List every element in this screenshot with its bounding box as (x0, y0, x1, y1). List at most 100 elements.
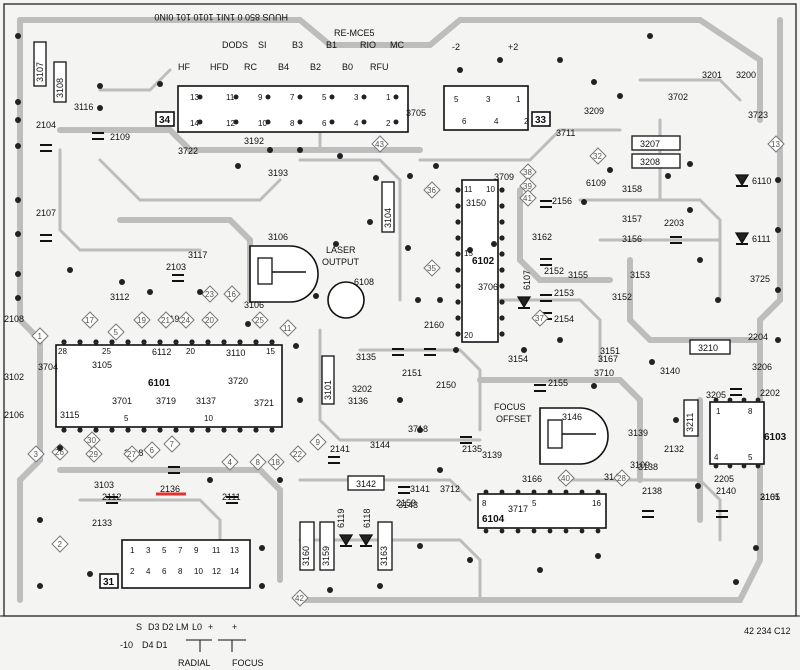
rc-pin-2: 2 (524, 117, 529, 126)
ic-6104-pin (563, 528, 569, 534)
label-3135: 3135 (356, 352, 376, 362)
svg-text:5: 5 (532, 499, 537, 508)
solder-pad (467, 557, 473, 563)
resistor-3140: 3140 (660, 366, 680, 376)
solder-pad (437, 467, 443, 473)
pad (197, 94, 203, 100)
solder-pad (259, 583, 265, 589)
test-point-43-label: 43 (375, 140, 384, 149)
label-3705: 3705 (406, 108, 426, 118)
resistor-3160-label: 3160 (301, 546, 311, 566)
label-3193: 3193 (268, 168, 288, 178)
label-2133: 2133 (92, 518, 112, 528)
diode-6119 (338, 534, 354, 547)
label-3137: 3137 (196, 396, 216, 406)
svg-text:6101: 6101 (148, 378, 171, 389)
label-3701: 3701 (112, 396, 132, 406)
capacitor-2103-label: 2103 (166, 262, 186, 272)
bottom-pin-8: 8 (178, 567, 183, 576)
bottom-pin-9: 9 (194, 546, 199, 555)
test-point-13 (767, 135, 785, 153)
hdr-sig-13: RFU (370, 62, 389, 72)
test-point-25-label: 25 (255, 316, 264, 325)
test-point-41 (519, 189, 537, 207)
test-point-1-label: 1 (38, 332, 43, 341)
solder-pad (537, 567, 543, 573)
ic-6104-pin (579, 489, 585, 495)
bottom-pin-6: 6 (162, 567, 167, 576)
resistor-3211-label: 3211 (685, 413, 695, 432)
label-3143: 3143 (398, 500, 418, 510)
solder-pad (15, 271, 21, 277)
pad (329, 94, 335, 100)
header-pin-2: 2 (386, 119, 391, 128)
radial-bracket (186, 639, 212, 652)
test-point-16-label: 16 (227, 290, 236, 299)
capacitor-2153-label: 2153 (554, 288, 574, 298)
test-point-35-label: 35 (427, 264, 436, 273)
solder-pad (595, 553, 601, 559)
solder-pad (417, 427, 423, 433)
ic-6102-pin (455, 235, 461, 241)
solder-pad (407, 173, 413, 179)
label-2108: 2108 (4, 314, 24, 324)
label-3144: 3144 (370, 440, 390, 450)
header-pin-10: 10 (258, 119, 267, 128)
ic-6102-pin (455, 219, 461, 225)
solder-pad (57, 445, 63, 451)
solder-pad (67, 267, 73, 273)
test-point-2-label: 2 (58, 540, 63, 549)
solder-pad (259, 545, 265, 551)
label-3722: 3722 (178, 146, 198, 156)
diode-6118 (358, 534, 374, 547)
solder-pad (87, 571, 93, 577)
label-3209: 3209 (584, 106, 604, 116)
bottom-signal-row2-0: -10 (120, 640, 133, 650)
capacitor-2155-label: 2155 (548, 378, 568, 388)
capacitor-2136-label: 2136 (160, 484, 180, 494)
solder-pad (367, 219, 373, 225)
capacitor-2104-label: 2104 (36, 120, 56, 130)
label-3205: 3205 (706, 390, 726, 400)
test-point-1 (31, 327, 49, 345)
ic-6101-pin (93, 427, 99, 433)
resistor-3108-label: 3108 (55, 78, 65, 98)
test-point-23 (201, 285, 219, 303)
resistor-3106: 3106 (244, 300, 264, 310)
header-pin-12: 12 (226, 119, 235, 128)
test-point-5 (107, 323, 125, 341)
capacitor-2203-label: 2203 (664, 218, 684, 228)
label-3151: 3151 (600, 346, 620, 356)
solder-pad (775, 287, 781, 293)
ic-6102-pin (455, 331, 461, 337)
label-3706: 3706 (478, 282, 498, 292)
ic-6102-pin (455, 315, 461, 321)
label-3725: 3725 (750, 274, 770, 284)
trimmer-3106: 3106 LASER OUTPUT (249, 232, 360, 303)
capacitor-2109-label: 2109 (110, 132, 130, 142)
solder-pad (15, 33, 21, 39)
capacitor-2154-label: 2154 (554, 314, 574, 324)
test-point-37-label: 37 (535, 314, 544, 323)
label-3702: 3702 (668, 92, 688, 102)
rc-sig-0: -2 (452, 42, 460, 52)
hdr-sig-2: DODS (222, 40, 248, 50)
test-point-27-label: 27 (127, 450, 136, 459)
capacitor-2159-label: 2159 (396, 498, 416, 508)
hdr-sig-5: B1 (326, 40, 337, 50)
test-point-40 (557, 469, 575, 487)
capacitor-2151-label: 2151 (402, 368, 422, 378)
diode-6118-label: 6118 (362, 509, 372, 528)
bottom-pin-7: 7 (178, 546, 183, 555)
hdr-sig-10: B4 (278, 62, 289, 72)
test-point-17 (81, 311, 99, 329)
label-3166: 3166 (522, 474, 542, 484)
svg-text:4: 4 (714, 453, 719, 462)
test-point-7-label: 7 (170, 440, 175, 449)
solder-pad (775, 177, 781, 183)
solder-pad (733, 579, 739, 585)
laser-output-label-1: LASER (326, 245, 356, 255)
solder-pad (37, 583, 43, 589)
resistor-3207 (631, 135, 681, 151)
